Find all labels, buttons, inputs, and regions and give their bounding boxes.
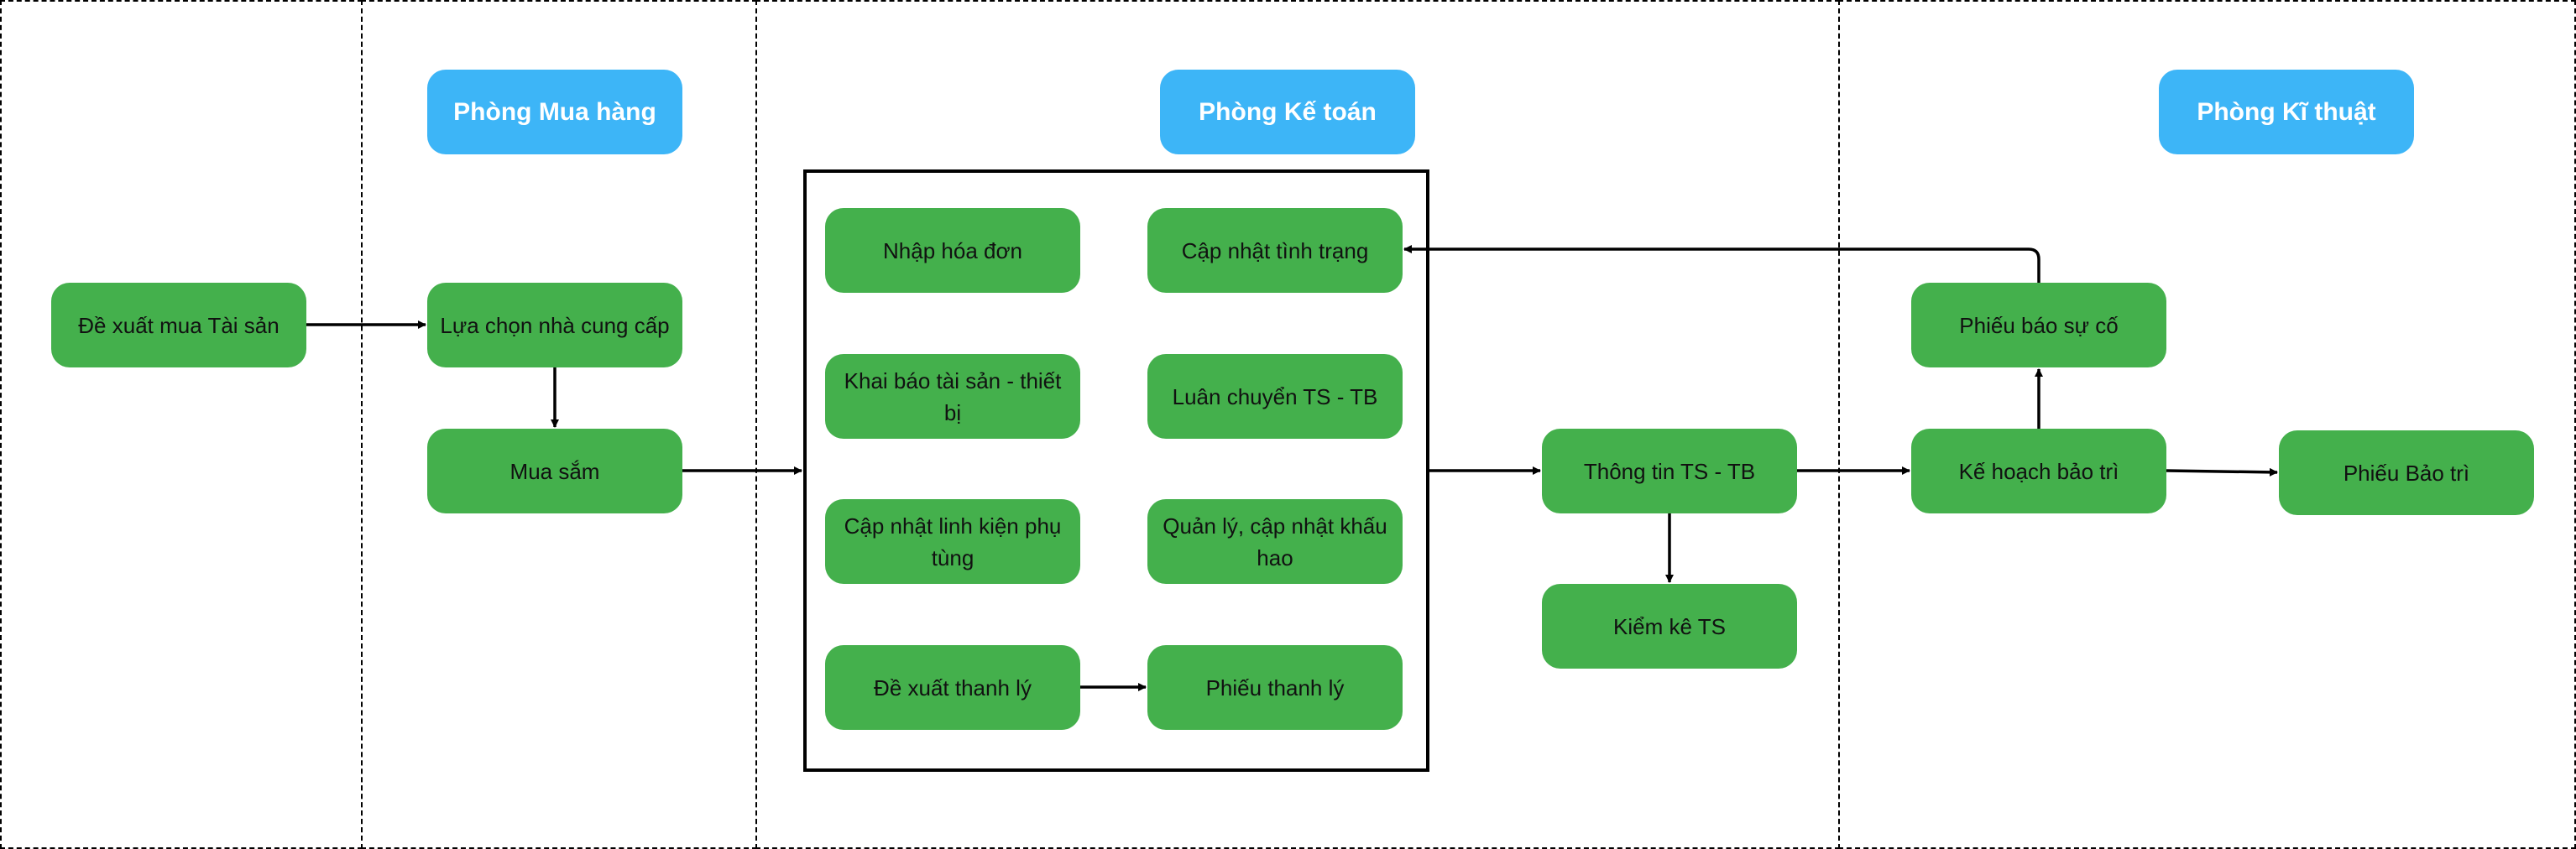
node-update-status: Cập nhật tình trạng xyxy=(1147,208,1403,293)
node-incident-report: Phiếu báo sự cố xyxy=(1911,283,2166,367)
node-declare-assets: Khai báo tài sản - thiết bị xyxy=(825,354,1080,439)
node-asset-purchase-proposal: Đề xuất mua Tài sản xyxy=(51,283,306,367)
lane-proposal xyxy=(0,0,363,849)
node-asset-info: Thông tin TS - TB xyxy=(1542,429,1797,513)
node-update-spare-parts: Cập nhật linh kiện phụ tùng xyxy=(825,499,1080,584)
node-procurement: Mua sắm xyxy=(427,429,682,513)
node-depreciation: Quản lý, cập nhật khấu hao xyxy=(1147,499,1403,584)
lane-header-accounting: Phòng Kế toán xyxy=(1160,70,1415,154)
node-asset-inventory: Kiểm kê TS xyxy=(1542,584,1797,669)
node-liquidation-proposal: Đề xuất thanh lý xyxy=(825,645,1080,730)
lane-technical xyxy=(1838,0,2576,849)
node-select-supplier: Lựa chọn nhà cung cấp xyxy=(427,283,682,367)
node-maintenance-plan: Kế hoạch bảo trì xyxy=(1911,429,2166,513)
node-maintenance-slip: Phiếu Bảo trì xyxy=(2279,430,2534,515)
accounting-functions-group xyxy=(803,169,1429,772)
node-liquidation-slip: Phiếu thanh lý xyxy=(1147,645,1403,730)
lane-header-technical: Phòng Kĩ thuật xyxy=(2159,70,2414,154)
node-enter-invoice: Nhập hóa đơn xyxy=(825,208,1080,293)
node-asset-transfer: Luân chuyển TS - TB xyxy=(1147,354,1403,439)
lane-header-purchasing: Phòng Mua hàng xyxy=(427,70,682,154)
